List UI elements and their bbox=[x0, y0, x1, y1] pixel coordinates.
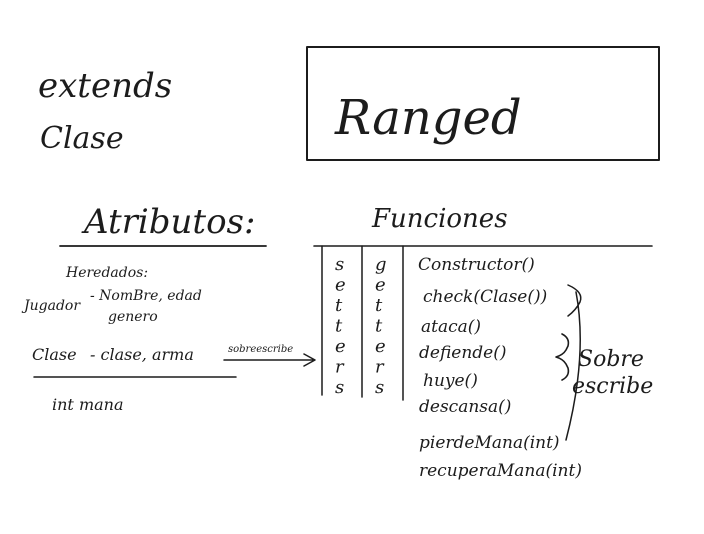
jugador-attrs-line2: genero bbox=[108, 309, 158, 325]
jugador-attrs-line1: - NomBre, edad bbox=[90, 288, 202, 304]
jugador-label: Jugador bbox=[21, 298, 81, 314]
method-item: pierdeMana(int) bbox=[419, 433, 560, 453]
setters-letter: r bbox=[335, 357, 345, 378]
extends-label: extends bbox=[38, 66, 172, 106]
clase-label: Clase bbox=[40, 121, 124, 156]
own-attr: int mana bbox=[52, 395, 124, 414]
methods-list: Constructor() check(Clase()) ataca() defien… bbox=[418, 255, 582, 481]
method-item: check(Clase()) bbox=[423, 287, 547, 307]
clase-row-label: Clase bbox=[32, 345, 77, 364]
brace-label-line2: escribe bbox=[572, 374, 653, 399]
brace-label-line1: Sobre bbox=[578, 347, 644, 372]
sobreescribe-arrow bbox=[223, 353, 316, 367]
setters-letter: e bbox=[335, 275, 346, 296]
setters-letter: t bbox=[335, 295, 343, 316]
method-item: huye() bbox=[423, 371, 478, 391]
getters-letter: s bbox=[375, 377, 384, 398]
heredados-label: Heredados: bbox=[65, 265, 148, 281]
setters-letter: e bbox=[335, 336, 346, 357]
override-brace bbox=[555, 333, 570, 381]
getters-letter: e bbox=[375, 275, 386, 296]
setters-letter: s bbox=[335, 377, 344, 398]
getters-letter: t bbox=[375, 316, 383, 337]
method-item: defiende() bbox=[419, 343, 507, 363]
check-brace bbox=[567, 284, 582, 317]
getters-letter: r bbox=[375, 357, 385, 378]
setters-letter: t bbox=[335, 316, 343, 337]
getters-letter: g bbox=[375, 254, 387, 275]
clase-row-attrs: - clase, arma bbox=[90, 345, 194, 364]
method-item: Constructor() bbox=[418, 255, 535, 275]
method-item: ataca() bbox=[421, 317, 481, 337]
atributos-title: Atributos: bbox=[81, 202, 255, 242]
getters-letter: e bbox=[375, 336, 386, 357]
class-name: Ranged bbox=[334, 90, 522, 146]
getters-letter: t bbox=[375, 295, 383, 316]
class-name-box bbox=[306, 46, 660, 161]
sobreescribe-arrow-label: sobreescribe bbox=[228, 344, 293, 355]
funciones-title: Funciones bbox=[371, 204, 508, 234]
method-item: recuperaMana(int) bbox=[419, 461, 582, 481]
method-item: descansa() bbox=[419, 397, 511, 417]
setters-letter: s bbox=[335, 254, 344, 275]
override-arc bbox=[565, 291, 581, 441]
